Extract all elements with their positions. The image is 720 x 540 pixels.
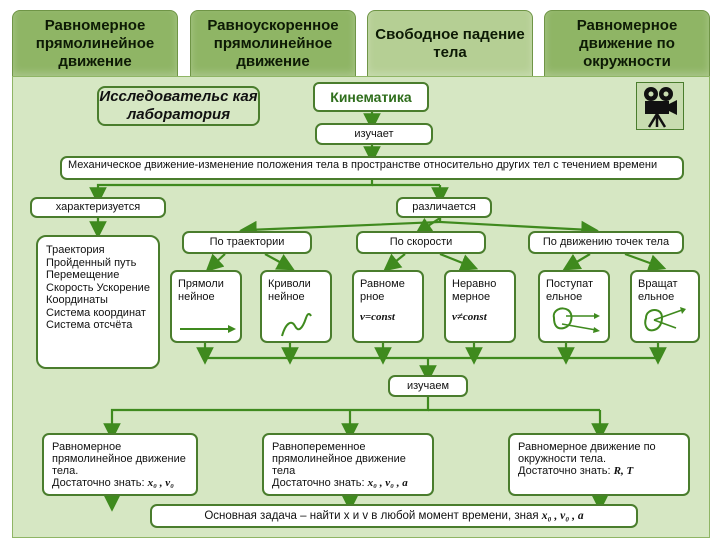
curved-path-icon <box>281 313 312 337</box>
type-translational-label: Поступат ельное <box>546 278 594 303</box>
main-task-vars: x₀ , v₀ , a <box>541 509 584 522</box>
definition-box: Механическое движение-изменение положени… <box>60 156 684 180</box>
category-by-points: По движению точек тела <box>528 231 684 254</box>
circular-vars: R, T <box>613 465 634 477</box>
tab-uniform-linear[interactable]: Равномерное прямолинейное движение <box>12 10 178 78</box>
type-curved: Криволи нейное <box>260 270 332 343</box>
variable-linear-box: Равнопеременное прямолинейное движение т… <box>262 433 434 496</box>
straight-arrow-icon <box>180 325 236 333</box>
circular-text: Равномерное движение по окружности тела. <box>518 441 656 465</box>
variable-linear-vars: x₀ , v₀ , a <box>367 477 408 489</box>
uniform-linear-text: Равномерное прямолинейное движение тела. <box>52 441 186 477</box>
category-by-trajectory: По траектории <box>182 231 312 254</box>
uniform-linear-box: Равномерное прямолинейное движение тела.… <box>42 433 198 496</box>
category-by-speed: По скорости <box>356 231 486 254</box>
lab-title: Исследовательс кая лаборатория <box>97 86 260 126</box>
translational-icon <box>552 307 600 333</box>
main-task-text: Основная задача – найти x и v в любой мо… <box>204 509 539 522</box>
tab-free-fall[interactable]: Свободное падение тела <box>367 10 533 78</box>
type-straight: Прямоли нейное <box>170 270 242 343</box>
type-translational: Поступат ельное <box>538 270 610 343</box>
type-rotational: Вращат ельное <box>630 270 700 343</box>
characteristics-list: Траектория Пройденный путь Перемещение С… <box>36 235 160 369</box>
type-nonuniform: Неравно мерное v≠const <box>444 270 516 343</box>
nonuniform-formula: v≠const <box>452 311 487 323</box>
uniform-linear-need: Достаточно знать: <box>52 477 145 489</box>
circular-box: Равномерное движение по окружности тела.… <box>508 433 690 496</box>
characterized-box: характеризуется <box>30 197 166 218</box>
kinematics-title: Кинематика <box>313 82 429 112</box>
uniform-formula: v=const <box>360 311 395 323</box>
type-nonuniform-label: Неравно мерное <box>452 278 497 303</box>
we-study-box: изучаем <box>388 375 468 397</box>
film-camera-icon[interactable] <box>636 82 684 130</box>
variable-linear-text: Равнопеременное прямолинейное движение т… <box>272 441 406 477</box>
tab-accelerated-linear[interactable]: Равноускоренное прямолинейное движение <box>190 10 356 78</box>
rotational-icon <box>644 307 686 332</box>
type-straight-label: Прямоли нейное <box>178 278 224 303</box>
studies-box: изучает <box>315 123 433 145</box>
uniform-linear-vars: x₀ , v₀ <box>147 477 174 489</box>
type-curved-label: Криволи нейное <box>268 278 311 303</box>
variable-linear-need: Достаточно знать: <box>272 477 365 489</box>
main-task-box: Основная задача – найти x и v в любой мо… <box>150 504 638 528</box>
type-uniform: Равноме рное v=const <box>352 270 424 343</box>
type-uniform-label: Равноме рное <box>360 278 405 303</box>
differs-box: различается <box>396 197 492 218</box>
circular-need: Достаточно знать: <box>518 465 611 477</box>
type-rotational-label: Вращат ельное <box>638 278 678 303</box>
